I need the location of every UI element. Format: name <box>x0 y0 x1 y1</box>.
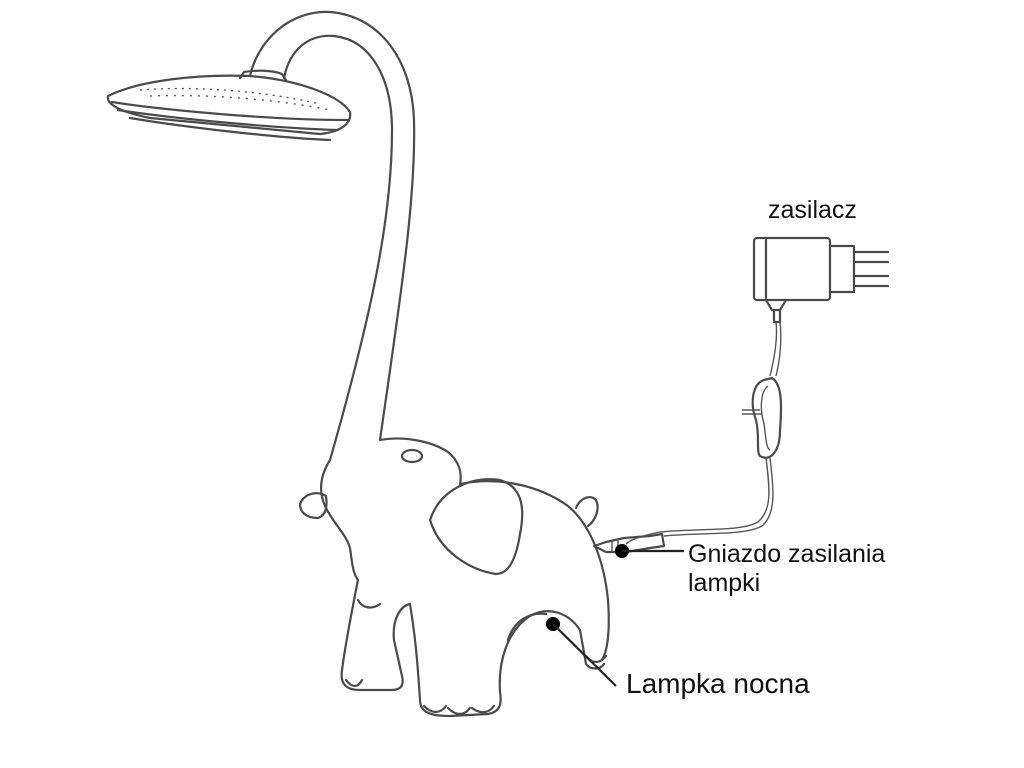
power-cable <box>592 321 783 554</box>
power-supply-label: zasilacz <box>768 196 857 224</box>
callout-night-light <box>546 617 617 687</box>
power-socket-label: Gniazdo zasilania lampki <box>688 540 885 598</box>
lamp-neck <box>248 10 416 462</box>
callout-power-socket <box>615 544 684 558</box>
power-socket-label-line1: Gniazdo zasilania <box>688 540 886 568</box>
power-socket-label-line2: lampki <box>688 569 761 597</box>
elephant-body <box>298 437 610 718</box>
power-supply <box>752 236 890 324</box>
night-light-label: Lampka nocna <box>626 668 810 699</box>
lamp-head <box>106 69 352 142</box>
